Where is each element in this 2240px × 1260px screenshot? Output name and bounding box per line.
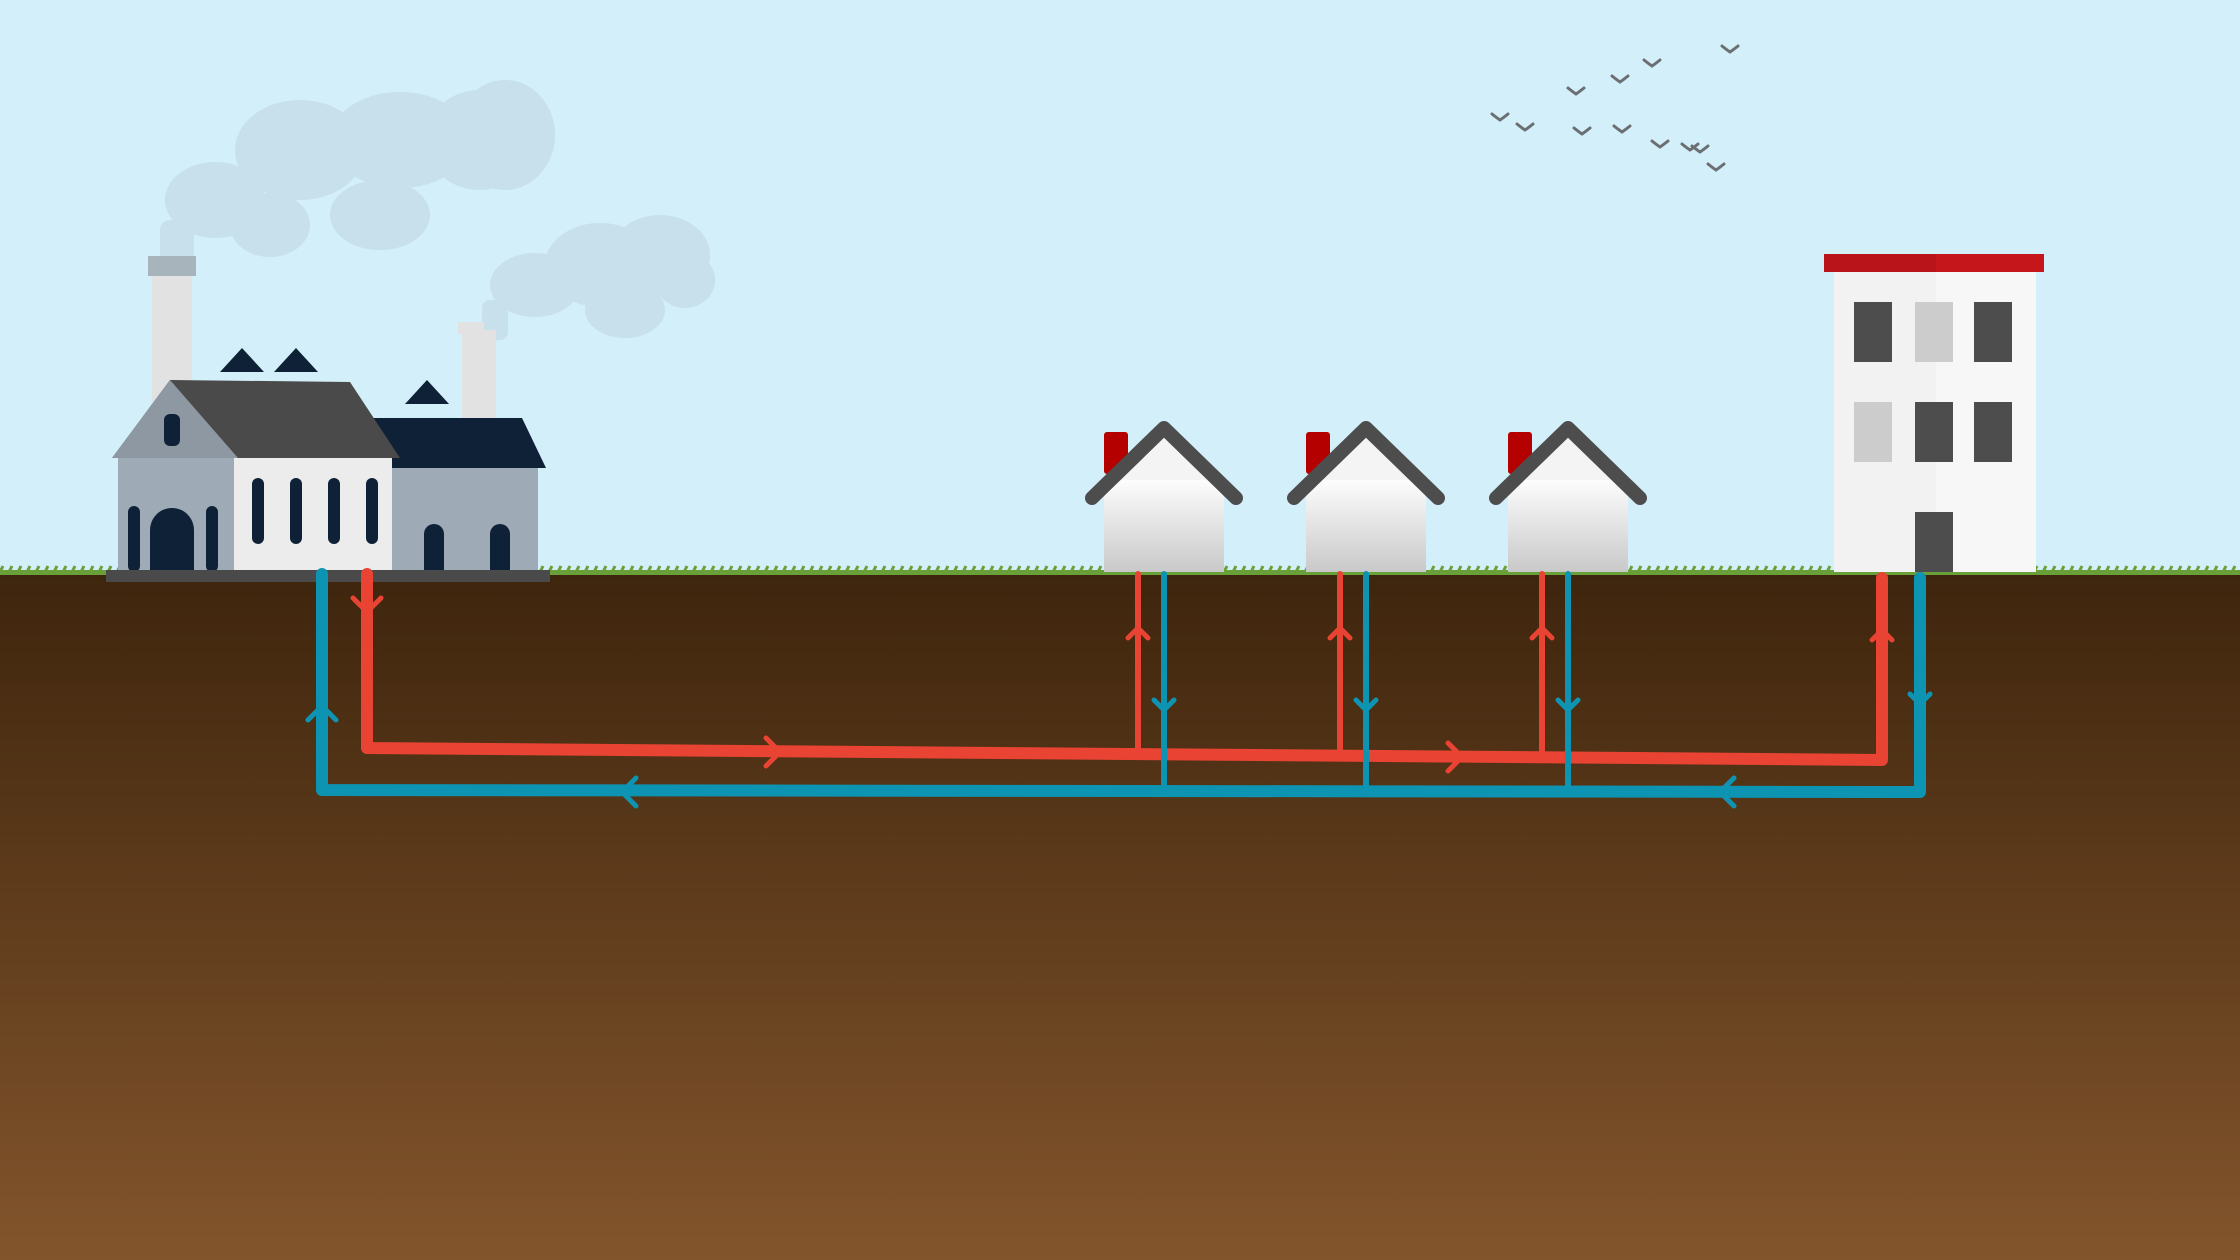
flow-arrow bbox=[619, 775, 639, 809]
heat-plant-icon bbox=[106, 256, 550, 582]
roof bbox=[1085, 421, 1243, 505]
bird bbox=[1642, 58, 1662, 68]
flow-arrow bbox=[763, 735, 783, 769]
bird bbox=[1490, 112, 1510, 122]
hot-supply-main bbox=[361, 568, 1888, 766]
flow-arrow bbox=[1151, 697, 1177, 713]
bird bbox=[1650, 139, 1670, 149]
roof bbox=[1287, 421, 1445, 505]
bird-flock-icon bbox=[1490, 44, 1740, 172]
bird bbox=[1610, 74, 1630, 84]
pipe-network bbox=[305, 568, 1933, 809]
bird bbox=[1515, 122, 1535, 132]
flow-arrow bbox=[1353, 697, 1379, 713]
bird bbox=[1612, 124, 1632, 134]
flow-arrow bbox=[1327, 625, 1353, 641]
flow-arrow bbox=[1125, 625, 1151, 641]
flow-arrow bbox=[1869, 627, 1895, 643]
flow-arrow bbox=[1907, 691, 1933, 707]
flow-arrow bbox=[1555, 697, 1581, 713]
bird bbox=[1566, 86, 1586, 96]
houses-group bbox=[1085, 421, 1647, 572]
cold-return-main bbox=[316, 568, 1926, 798]
flow-arrow bbox=[1445, 740, 1465, 774]
smoke-cloud-large bbox=[160, 80, 555, 280]
flow-arrow bbox=[1529, 625, 1555, 641]
house-icon bbox=[1085, 421, 1243, 572]
house-icon bbox=[1489, 421, 1647, 572]
bird bbox=[1680, 142, 1700, 152]
grass-strip bbox=[0, 570, 2240, 575]
apartment-building-icon bbox=[1824, 254, 2044, 572]
house-icon bbox=[1287, 421, 1445, 572]
bird bbox=[1706, 162, 1726, 172]
soil bbox=[0, 573, 2240, 1260]
flow-arrow bbox=[305, 703, 339, 723]
flow-arrow bbox=[1717, 775, 1737, 809]
roof bbox=[1489, 421, 1647, 505]
flow-arrow bbox=[350, 595, 384, 615]
bird bbox=[1720, 44, 1740, 54]
smoke-cloud-small bbox=[482, 215, 715, 340]
bird bbox=[1572, 126, 1592, 136]
